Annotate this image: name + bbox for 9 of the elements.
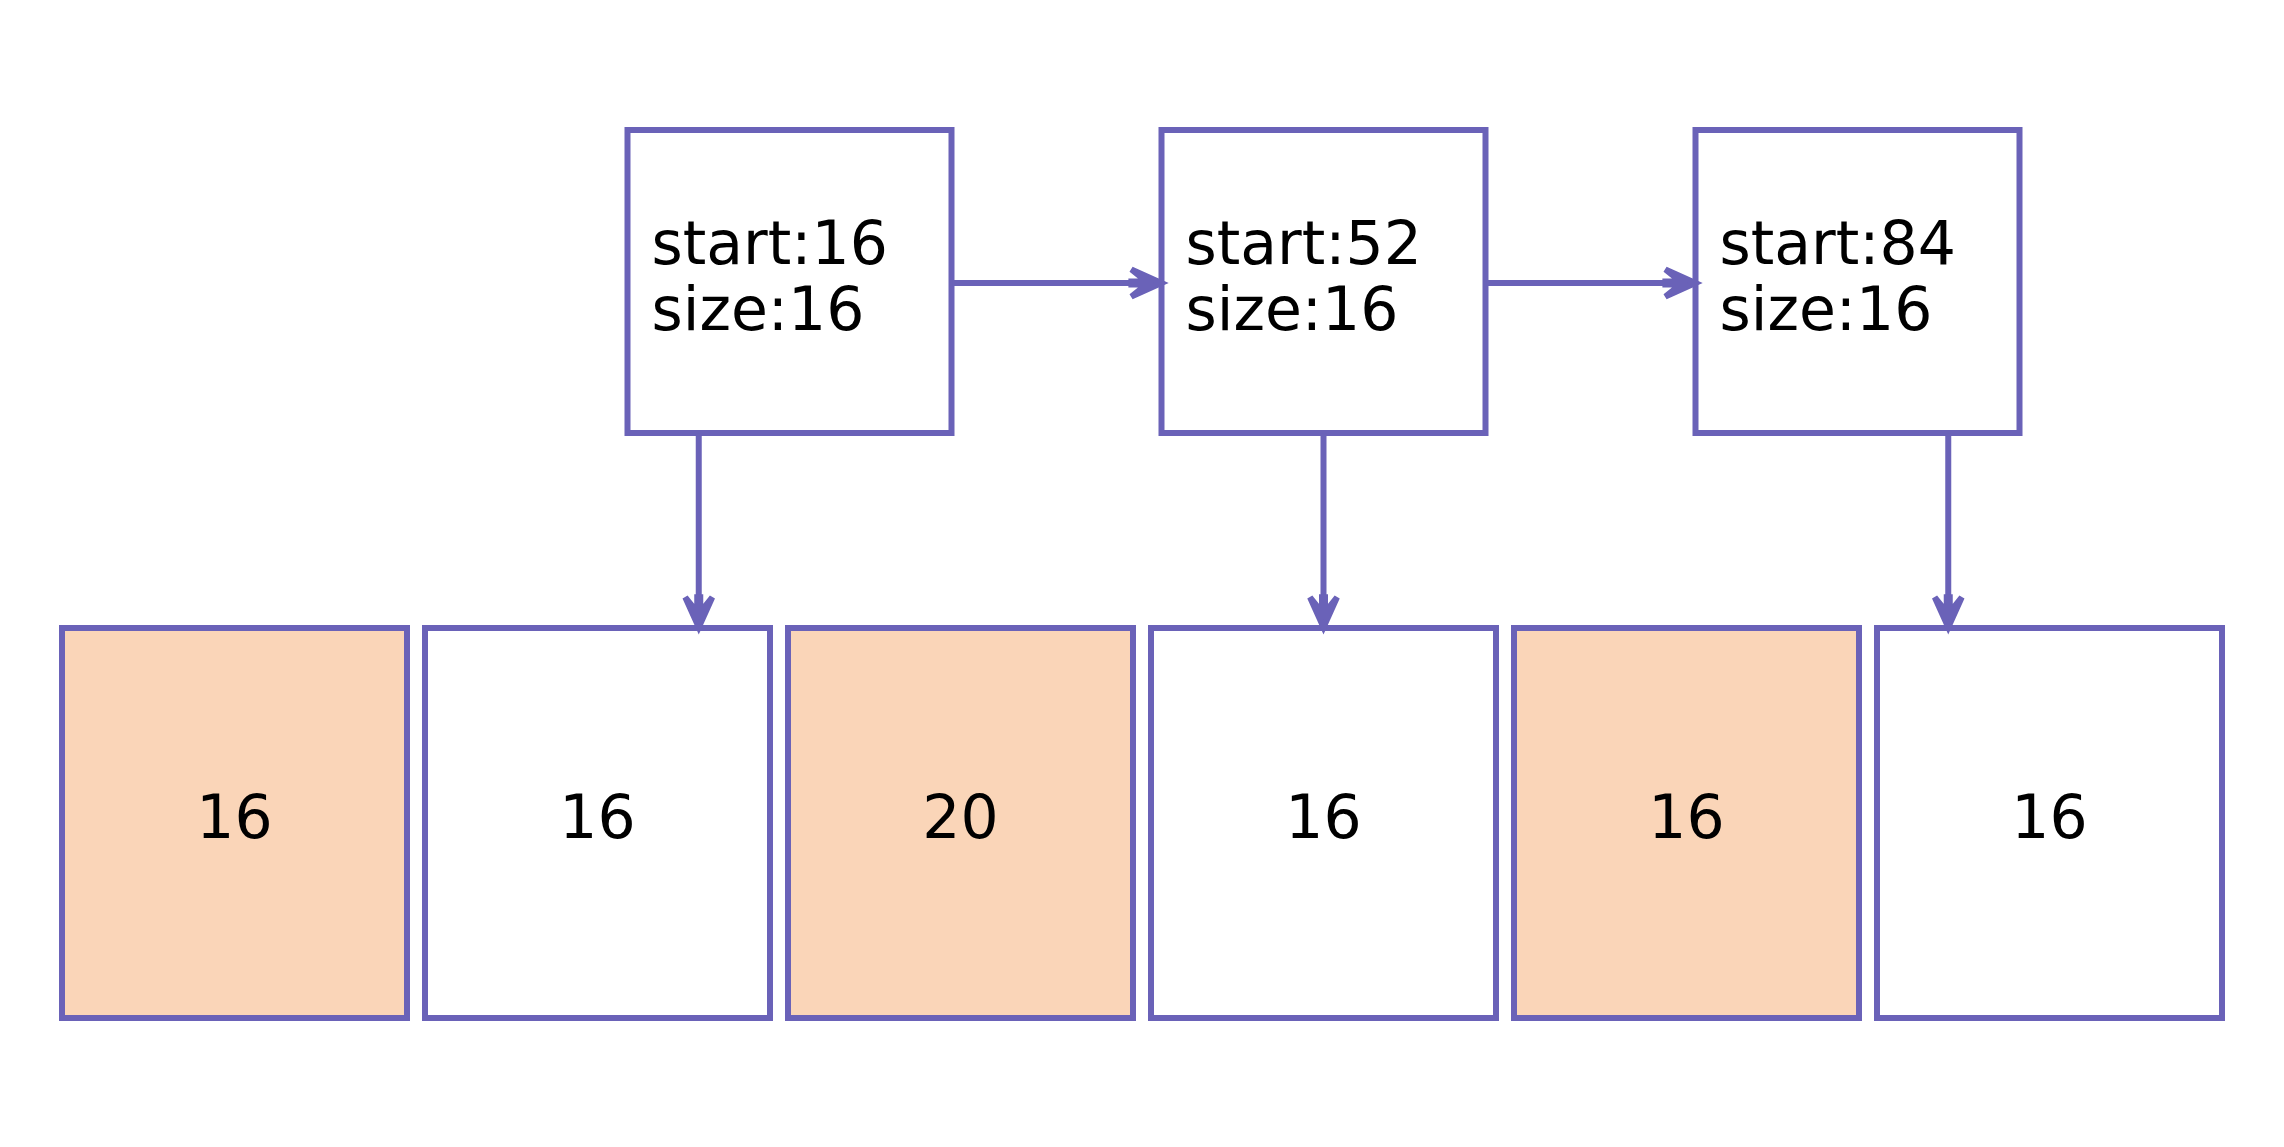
node-box: 16 [1511, 624, 1862, 1021]
node-box: 16 [1148, 624, 1499, 1021]
node-box: 16 [59, 624, 410, 1021]
node-box: 16 [1874, 624, 2225, 1021]
node-box: start:16 size:16 [624, 126, 955, 436]
node-box: 16 [422, 624, 773, 1021]
node-box: start:52 size:16 [1158, 126, 1489, 436]
node-box: 20 [785, 624, 1136, 1021]
node-box: start:84 size:16 [1692, 126, 2023, 436]
